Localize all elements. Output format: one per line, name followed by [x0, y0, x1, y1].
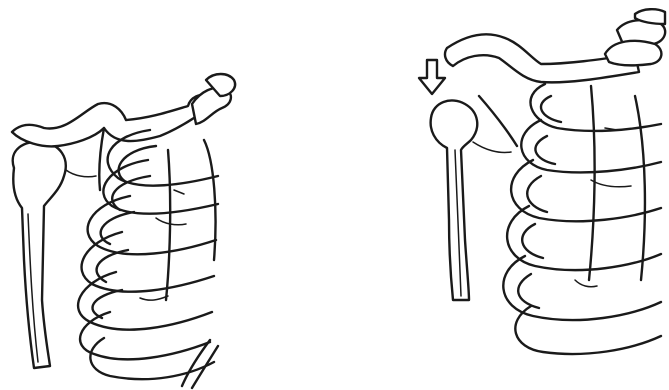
left-sternum: [166, 140, 216, 300]
right-skeleton-figure: [335, 0, 669, 390]
right-skeleton-drawing: [335, 0, 669, 390]
left-scapula: [66, 128, 218, 388]
right-scapula: [473, 96, 517, 153]
left-humerus: [13, 142, 66, 368]
left-skeleton-figure: [0, 0, 334, 390]
left-upper-ribs-cartilage: [192, 74, 235, 124]
right-humerus: [431, 100, 478, 300]
down-arrow-icon: [419, 60, 445, 94]
right-ribs: [503, 84, 661, 354]
left-clavicle: [12, 95, 214, 147]
right-upper-ribs-cartilage: [605, 9, 665, 65]
left-skeleton-drawing: [0, 0, 334, 390]
